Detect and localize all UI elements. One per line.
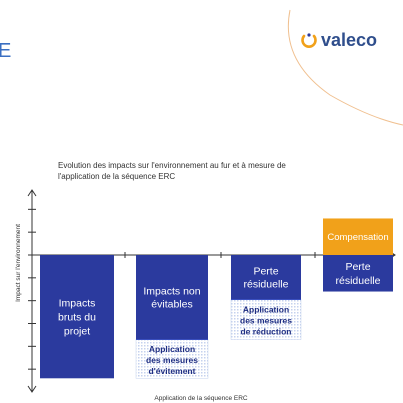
bar bbox=[40, 255, 114, 379]
reduction-block bbox=[135, 339, 209, 379]
logo-text: valeco bbox=[321, 30, 378, 50]
bar-label: résiduelle bbox=[244, 278, 289, 290]
bar-label: Impacts non bbox=[143, 285, 200, 297]
reduction-block bbox=[230, 299, 302, 340]
y-axis-arrow-up bbox=[27, 189, 37, 197]
y-axis-arrow-down bbox=[27, 385, 37, 393]
bar-label: Impacts bbox=[59, 297, 96, 309]
bar-label: évitables bbox=[151, 298, 192, 310]
valeco-logo: valeco bbox=[300, 30, 377, 51]
reduction-label: Application bbox=[243, 304, 289, 314]
logo-ring-icon bbox=[301, 32, 317, 48]
reduction-label: d'évitement bbox=[149, 366, 196, 376]
reduction-label: Application bbox=[149, 344, 195, 354]
chart-title: Evolution des impacts sur l'environnemen… bbox=[58, 161, 286, 181]
x-axis-label: Application de la séquence ERC bbox=[154, 395, 248, 402]
bar bbox=[231, 255, 301, 300]
compensation-bar bbox=[323, 218, 393, 255]
bar-label: Perte bbox=[345, 261, 370, 273]
bar-label: Perte bbox=[253, 265, 278, 277]
reduction-label: de réduction bbox=[240, 326, 291, 336]
slide-title-fragment: E bbox=[0, 40, 12, 62]
reduction-label: des mesures bbox=[146, 355, 198, 365]
bar bbox=[136, 255, 208, 340]
bar-label: résiduelle bbox=[336, 275, 381, 287]
bar-label: bruts du bbox=[58, 311, 96, 323]
bar bbox=[323, 255, 393, 292]
compensation-label: Compensation bbox=[327, 232, 388, 243]
bar-label: projet bbox=[64, 325, 90, 337]
reduction-label: des mesures bbox=[240, 315, 292, 325]
y-axis-label: Impact sur l'environnement bbox=[15, 224, 22, 302]
